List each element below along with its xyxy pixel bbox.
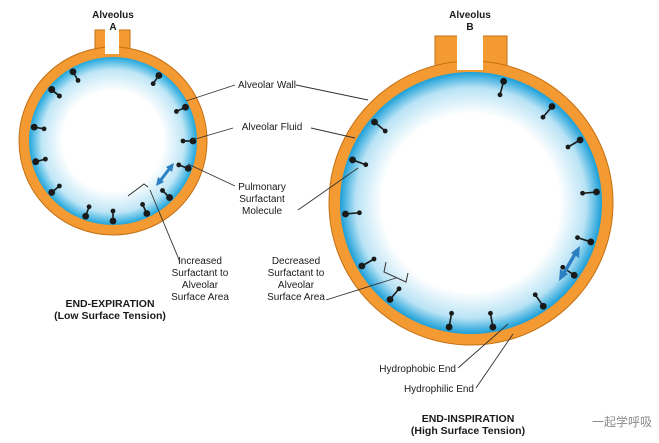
alveolus-b-surfactant-molecule [575, 235, 595, 246]
alveolus-a [18, 28, 208, 236]
watermark-text: 一起学呼吸 [591, 415, 652, 429]
label-hydrophilic-end: Hydrophilic End [403, 384, 474, 395]
leader-surfactant-b [297, 167, 359, 211]
alveolus-b-bracket [383, 261, 409, 283]
label-decreased-surfactant: Decreased Surfactant to Alveolar Surface… [267, 256, 325, 303]
label-pulmonary-surfactant: Pulmonary Surfactant Molecule [238, 182, 286, 217]
leader-hydrophilic [475, 333, 514, 389]
alveolus-b-surfactant-molecule [540, 103, 556, 120]
alveolus-a-bracket [127, 183, 149, 197]
alveolus-a-letter: A [109, 22, 117, 33]
leader-fluid-a [191, 127, 234, 141]
alveolus-b-letter: B [466, 22, 474, 33]
alveolus-a-surfactant-molecule [176, 162, 192, 172]
alveolus-b-opening-inner [457, 56, 483, 70]
leader-lines [149, 84, 514, 389]
alveolus-a-double-arrow [156, 163, 174, 186]
alveolus-a-surfactant-molecule [69, 68, 81, 83]
leader-decreased [325, 277, 397, 301]
alveolus-a-title: Alveolus [92, 10, 134, 21]
alveolus-b-fluid [340, 72, 602, 334]
alveolus-b-surfactant-molecule [445, 310, 454, 331]
label-hydrophobic-end: Hydrophobic End [379, 364, 456, 375]
alveolus-a-surfactant-molecule [109, 208, 117, 225]
caption-end-expiration-sub: (Low Surface Tension) [54, 310, 166, 322]
leader-hydrophobic [457, 323, 509, 369]
alveolus-a-surfactant-molecule [140, 202, 151, 217]
caption-end-inspiration-title: END-INSPIRATION [421, 413, 515, 425]
alveolus-a-surfactant-molecule [32, 156, 48, 166]
caption-end-inspiration-sub: (High Surface Tension) [410, 425, 526, 437]
alveolus-b-surfactant-molecule [342, 210, 362, 218]
label-alveolar-fluid: Alveolar Fluid [241, 122, 303, 133]
alveolus-b [328, 34, 614, 346]
alveolus-a-surfactant-molecule [48, 86, 62, 99]
leader-surfactant-a [187, 163, 236, 187]
alveolus-b-molecules [342, 77, 600, 331]
alveolus-b-surfactant-molecule [532, 292, 547, 310]
label-alveolar-wall: Alveolar Wall [238, 80, 296, 91]
alveolus-b-surfactant-molecule [488, 310, 497, 331]
alveolus-b-surfactant-molecule [497, 77, 508, 98]
alveolus-a-fluid [29, 57, 197, 225]
alveolus-b-surfactant-molecule [358, 256, 377, 270]
alveolus-a-opening-inner [105, 40, 119, 54]
alveolus-a-surfactant-molecule [150, 72, 163, 87]
alveolus-b-surfactant-molecule [349, 156, 369, 168]
alveolus-a-surfactant-molecule [160, 188, 173, 201]
leader-wall-b [295, 84, 369, 101]
alveolus-a-surfactant-molecule [174, 103, 189, 114]
alveolus-a-molecules [30, 68, 197, 225]
leader-wall-a [185, 84, 236, 102]
alveolus-b-surfactant-molecule [371, 118, 388, 134]
alveolus-b-double-arrow [559, 246, 580, 281]
alveolus-b-surfactant-molecule [580, 188, 600, 196]
alveolus-b-surfactant-molecule [386, 286, 402, 303]
alveolus-b-surfactant-molecule [565, 136, 584, 150]
caption-end-expiration-title: END-EXPIRATION [65, 298, 155, 310]
leader-increased [149, 189, 181, 263]
label-increased-surfactant: Increased Surfactant to Alveolar Surface… [171, 256, 229, 303]
leader-fluid-b [310, 127, 356, 139]
alveolus-a-surfactant-molecule [82, 204, 92, 220]
alveolus-b-title: Alveolus [449, 10, 491, 21]
alveolus-a-surfactant-molecule [48, 183, 62, 196]
alveolus-a-surfactant-molecule [30, 123, 47, 132]
